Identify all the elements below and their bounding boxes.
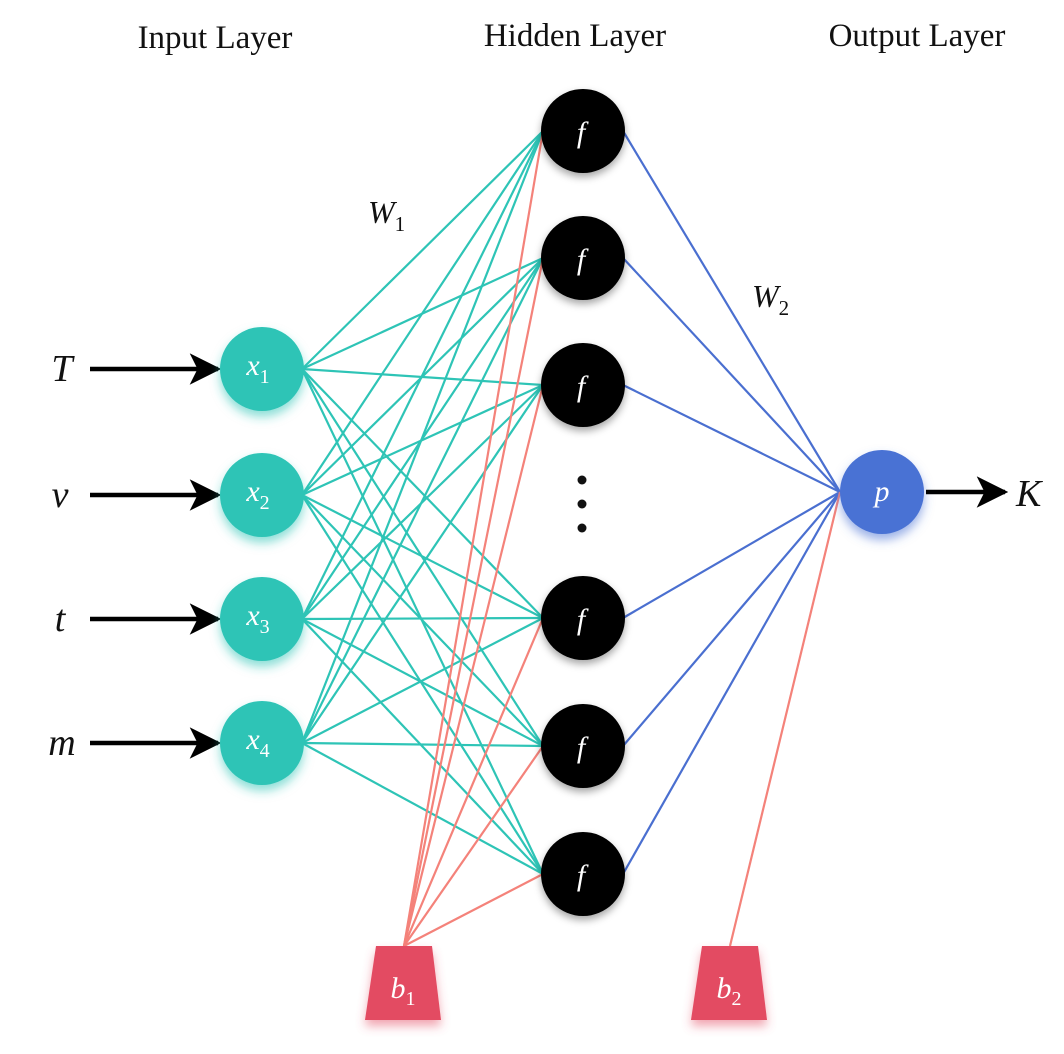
input-node-label: x3 [245,599,269,638]
input-layer-title: Input Layer [138,20,293,56]
dot [577,475,587,485]
input-node-label: x1 [245,349,269,388]
edge-input-hidden [301,616,544,621]
output-node [840,450,924,534]
edge-input-hidden [301,384,544,744]
bias2-shape [691,946,767,1020]
edge-input-hidden [301,494,544,619]
edge-input-hidden [301,130,544,496]
hidden-node [541,89,625,173]
edge-input-hidden [301,494,544,875]
input-node-label: x2 [245,475,269,514]
bias2-connections [728,491,842,947]
bias-node-b1: b1 [365,946,441,1020]
edge-input-hidden [301,368,544,619]
edge-hidden-output [622,491,841,875]
input-external-label: t [55,598,67,640]
input-nodes: x1 x2 x3 x4 [220,327,304,785]
edge-input-hidden [300,130,545,744]
bias1-connections [402,130,545,947]
edge-hidden-output [622,257,841,493]
edge-bias1-hidden [402,617,545,947]
edge-input-hidden [301,742,544,875]
bias1-shape [365,946,441,1020]
input-external-label: m [48,722,75,764]
input-node [220,453,304,537]
dot [577,499,587,509]
input-arrows: Tv t m [48,348,222,764]
input-node [220,327,304,411]
edge-bias2-output [728,491,842,947]
output-external-label: K [1015,473,1043,515]
edge-bias1-hidden [403,873,544,947]
edge-bias1-hidden [402,130,545,947]
output-node-label: p [873,475,890,508]
hidden-gap-dots [577,475,587,533]
edge-bias1-hidden [402,257,545,947]
edge-input-hidden [301,617,544,744]
input-hidden-connections [300,130,545,875]
edge-input-hidden [301,130,544,620]
bias1-label: b1 [391,972,416,1010]
hidden-node [541,343,625,427]
edge-bias1-hidden [403,745,544,947]
edge-hidden-output [622,130,841,493]
edge-hidden-output [622,384,841,493]
input-external-label: v [52,474,69,516]
bias-node-b2: b2 [691,946,767,1020]
hidden-node [541,704,625,788]
edge-input-hidden [301,618,544,747]
edge-bias1-hidden [402,384,545,947]
hidden-node [541,832,625,916]
edge-input-hidden [301,257,544,744]
dot [577,523,587,533]
input-node [220,577,304,661]
bias2-label: b2 [717,972,742,1010]
hidden-layer-title: Hidden Layer [484,18,666,54]
weight-label-w1: W1 [368,194,405,236]
edge-hidden-output [622,491,841,619]
weight-label-w2: W2 [752,278,789,320]
edge-input-hidden [301,130,544,370]
input-node [220,701,304,785]
hidden-output-connections [622,130,841,875]
output-node-group: p K [840,450,1043,534]
edge-input-hidden [301,741,544,748]
hidden-node [541,576,625,660]
edge-hidden-output [622,491,841,747]
hidden-node [541,216,625,300]
input-node-label: x4 [245,723,269,762]
output-layer-title: Output Layer [829,18,1006,54]
input-external-label: T [51,348,75,390]
